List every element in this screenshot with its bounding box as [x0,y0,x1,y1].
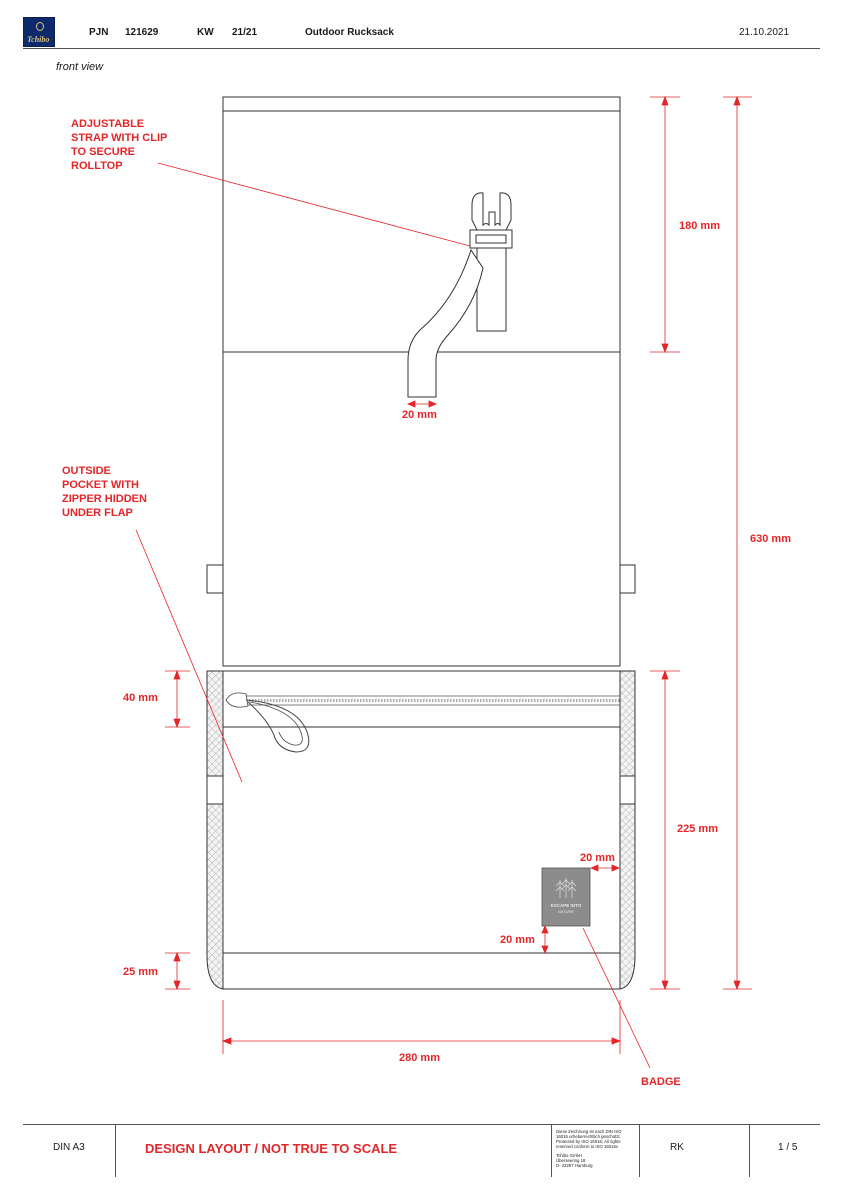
right-tab-upper [619,564,636,594]
disclaimer: DESIGN LAYOUT / NOT TRUE TO SCALE [145,1141,398,1156]
buckle-slot [475,234,507,244]
side-tabs [206,564,636,805]
badge-line-2: NATURE [558,909,574,914]
badge-callout: BADGE [641,1076,681,1088]
dimension-lines [135,95,752,1069]
left-tab-lower [206,775,224,805]
dim-badge-right: 20 mm [580,852,615,864]
dim-225: 225 mm [677,823,718,835]
strap-lower [407,248,484,398]
dim-280: 280 mm [399,1052,440,1064]
copyright-note: Diese Zeichnung ist nach DIN ISO 16016 u… [556,1129,622,1168]
left-mesh-pocket [206,670,224,990]
pocket-callout-1: OUTSIDE [62,465,111,477]
zipper [225,692,620,753]
author-initials: RK [670,1142,684,1153]
footer-divider [639,1125,640,1177]
zipper-slider [225,692,249,708]
strap-leader [157,162,471,247]
footer-divider [115,1125,116,1177]
dim-630: 630 mm [750,533,791,545]
zipper-pull-loop [245,699,310,753]
buckle-prongs [471,192,512,231]
product-name: Outdoor Rucksack [305,27,394,38]
footer-divider [551,1125,552,1177]
dim-40: 40 mm [123,692,158,704]
pocket-callout-4: UNDER FLAP [62,507,133,519]
title-block-header: Tchibo PJN 121629 KW 21/21 Outdoor Rucks… [0,0,843,50]
dim-25: 25 mm [123,966,158,978]
badge-leader [582,927,651,1069]
badge-line-1: ESCAPE INTO [551,903,582,908]
right-tab-lower [619,775,636,805]
header-date: 21.10.2021 [739,27,790,38]
dim-badge-bottom: 20 mm [500,934,535,946]
adjustable-strap [407,192,513,398]
strap-callout-4: ROLLTOP [71,160,123,172]
strap-webbing [476,246,507,332]
dim-strap-width: 20 mm [402,409,437,421]
rolltop-top-band [222,96,621,112]
bag-upper-body [222,110,621,667]
pocket-callout-3: ZIPPER HIDDEN [62,493,147,505]
header-divider [23,48,820,49]
tchibo-logo: Tchibo [23,17,55,47]
right-mesh-pocket [619,670,636,990]
page-number: 1 / 5 [778,1142,798,1153]
badge: ESCAPE INTO NATURE [541,867,591,927]
view-title: front view [56,61,104,73]
pocket-callout-2: POCKET WITH [62,479,139,491]
left-tab-upper [206,564,224,594]
paper-format: DIN A3 [53,1142,85,1153]
dimension-labels: 180 mm 630 mm 20 mm 40 mm 225 mm 20 mm 2… [123,220,791,1064]
kw-label: KW [197,27,214,38]
strap-callout-3: TO SECURE [71,146,135,158]
strap-callout-2: STRAP WITH CLIP [71,132,167,144]
title-block-footer: DIN A3 DESIGN LAYOUT / NOT TRUE TO SCALE… [23,1124,820,1177]
badge-tree-icon [555,878,577,898]
callout-labels: ADJUSTABLE STRAP WITH CLIP TO SECURE ROL… [62,118,681,1088]
bag-body [222,96,621,990]
pjn-label: PJN [89,27,109,38]
kw-value: 21/21 [232,27,258,38]
pocket-leader [135,529,243,783]
strap-callout-1: ADJUSTABLE [71,118,144,130]
pjn-value: 121629 [125,27,159,38]
footer-divider [749,1125,750,1177]
dim-180: 180 mm [679,220,720,232]
